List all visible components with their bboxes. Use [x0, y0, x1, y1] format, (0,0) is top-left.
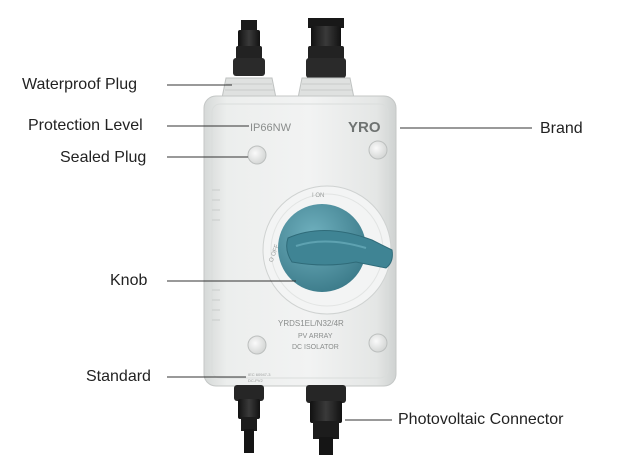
- sealed-plug-bottom-left: [247, 335, 267, 355]
- waterproof-plug-label: Waterproof Plug: [22, 76, 138, 93]
- brand-label: Brand: [540, 120, 583, 137]
- sealed-plug-label: Sealed Plug: [60, 149, 147, 166]
- model-text: YRDS1EL/N32/4R: [278, 319, 344, 328]
- leader-lines: [167, 84, 532, 421]
- bottom-right-connector: [306, 385, 346, 455]
- top-right-connector: [306, 18, 346, 78]
- top-left-connector: [233, 20, 265, 76]
- ip-rating-text: IP66NW: [250, 122, 292, 134]
- dc-isolator-text: DC ISOLATOR: [292, 344, 339, 351]
- brand-mark: YRO: [348, 119, 381, 136]
- protection-level-label: Protection Level: [28, 117, 143, 134]
- sealed-plug-top-left: [247, 145, 267, 165]
- side-vents: [212, 189, 220, 321]
- sealed-plug-bottom-right: [368, 333, 388, 353]
- knob-on-text: I ON: [312, 193, 324, 199]
- waterproof-gland-left: [221, 77, 277, 99]
- standard-label: Standard: [86, 368, 151, 385]
- bottom-left-connector: [234, 385, 264, 453]
- rotary-knob: I ON O OFF: [262, 185, 393, 315]
- sealed-plug-top-right: [368, 140, 388, 160]
- waterproof-gland-right: [297, 77, 355, 99]
- photovoltaic-connector-label: Photovoltaic Connector: [398, 411, 564, 428]
- standard-text-1: IEC 60947-3: [248, 372, 271, 377]
- knob-label: Knob: [110, 272, 148, 289]
- pv-array-text: PV ARRAY: [298, 333, 333, 340]
- standard-text-2: DC-PV2: [248, 378, 263, 383]
